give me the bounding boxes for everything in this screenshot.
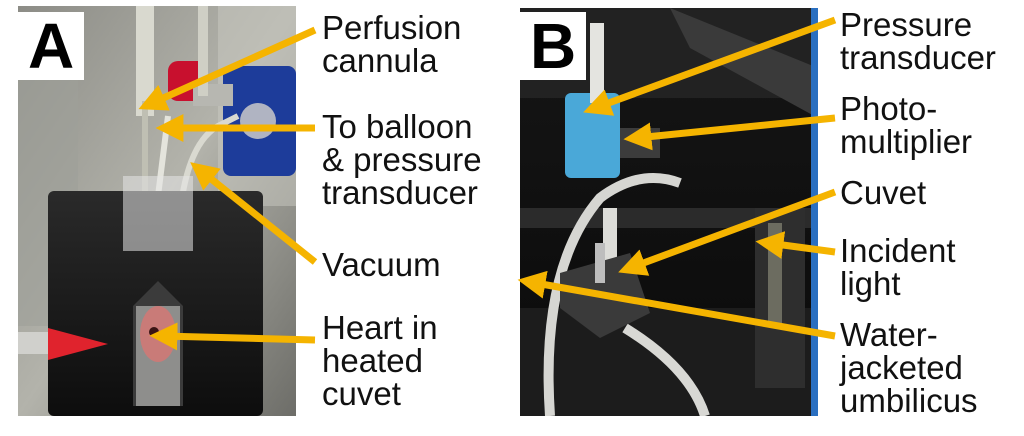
arrow-photomultiplier	[623, 114, 836, 151]
label-incident-light: Incident light	[840, 232, 956, 302]
arrow-pressure-transducer	[583, 16, 837, 116]
arrow-vacuum	[190, 162, 318, 265]
arrow-umbilicus	[517, 270, 836, 340]
arrow-incident-light	[755, 231, 836, 259]
photo-panel-b: B	[520, 8, 818, 416]
panel-b-letter: B	[520, 12, 587, 80]
photo-panel-a: A	[18, 6, 296, 416]
label-photomultiplier: Photo- multiplier	[840, 90, 973, 160]
arrow-cuvet	[618, 188, 837, 276]
label-heart: Heart in heated cuvet	[322, 309, 438, 412]
arrow-perfusion-cannula	[138, 26, 317, 111]
label-to-balloon: To balloon & pressure transducer	[322, 108, 482, 211]
label-vacuum: Vacuum	[322, 246, 441, 283]
label-pressure-transducer: Pressure transducer	[840, 6, 996, 76]
label-cuvet: Cuvet	[840, 174, 927, 211]
panel-a-letter: A	[18, 12, 85, 80]
label-perfusion-cannula: Perfusion cannula	[322, 9, 462, 79]
label-umbilicus: Water- jacketed umbilicus	[840, 316, 978, 419]
arrow-heart	[149, 322, 316, 351]
